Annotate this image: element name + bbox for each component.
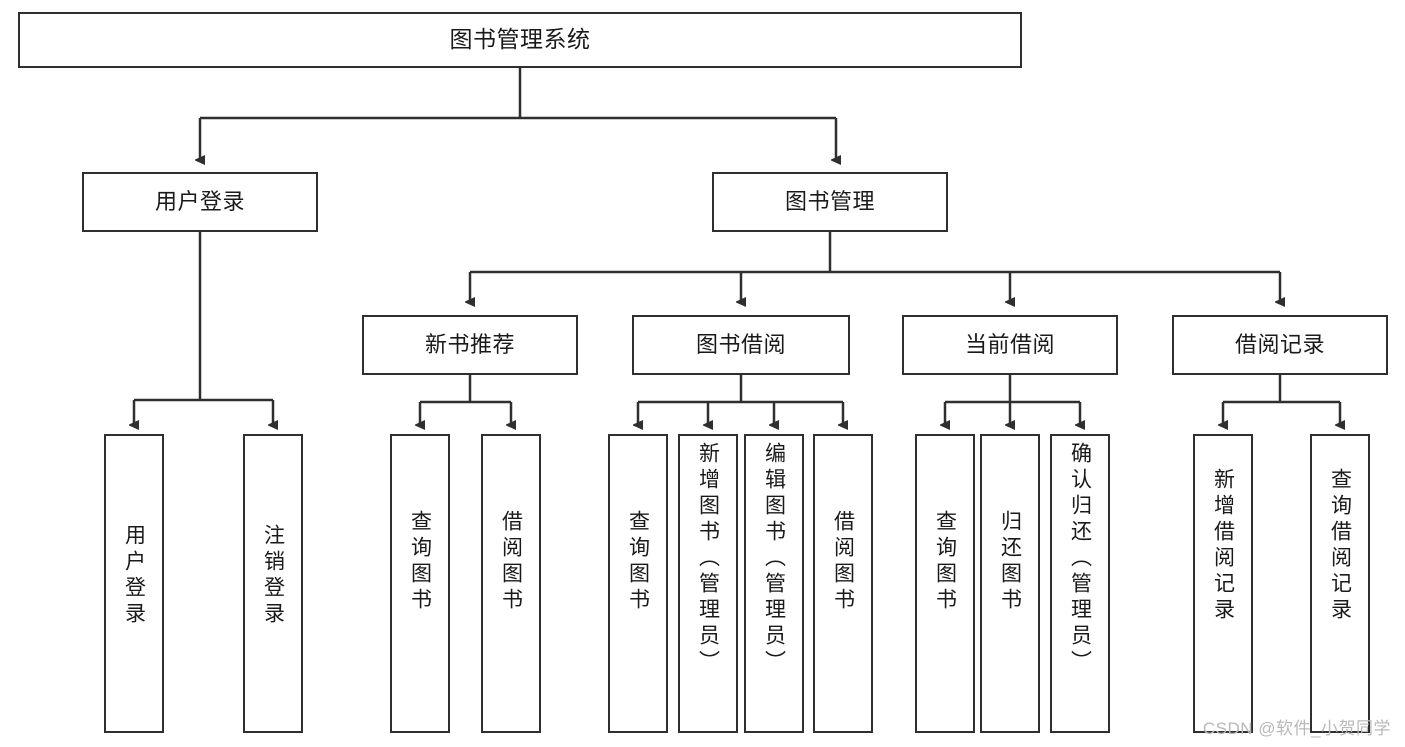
node-new-book-recommend[interactable]: 新书推荐 xyxy=(362,315,578,375)
node-label: 借阅图书 xyxy=(499,510,523,614)
node-label: 编辑图书（管理员） xyxy=(762,442,786,676)
node-book-borrow[interactable]: 图书借阅 xyxy=(632,315,850,375)
node-label: 图书借阅 xyxy=(695,332,786,358)
node-leaf-query-book-2[interactable]: 查询图书 xyxy=(608,434,668,733)
node-leaf-return-book[interactable]: 归还图书 xyxy=(980,434,1040,733)
node-user-login[interactable]: 用户登录 xyxy=(82,172,318,232)
node-label: 借阅图书 xyxy=(831,510,855,614)
node-label: 借阅记录 xyxy=(1234,332,1325,358)
node-leaf-confirm-return[interactable]: 确认归还（管理员） xyxy=(1050,434,1110,733)
node-label: 当前借阅 xyxy=(964,332,1055,358)
csdn-watermark: CSDN @软件_小贺同学 xyxy=(1202,719,1391,738)
node-label: 归还图书 xyxy=(998,510,1022,614)
node-label: 查询借阅记录 xyxy=(1328,468,1352,624)
node-label: 新书推荐 xyxy=(424,332,515,358)
node-label: 注销登录 xyxy=(261,524,285,628)
node-leaf-query-record[interactable]: 查询借阅记录 xyxy=(1310,434,1370,733)
node-leaf-query-book-3[interactable]: 查询图书 xyxy=(915,434,975,733)
node-label: 查询图书 xyxy=(933,510,957,614)
node-current-borrow[interactable]: 当前借阅 xyxy=(902,315,1118,375)
node-leaf-edit-book[interactable]: 编辑图书（管理员） xyxy=(744,434,804,733)
node-leaf-logout-login[interactable]: 注销登录 xyxy=(243,434,303,733)
node-label: 查询图书 xyxy=(626,510,650,614)
node-leaf-query-book-1[interactable]: 查询图书 xyxy=(390,434,450,733)
node-label: 新增借阅记录 xyxy=(1211,468,1235,624)
node-label: 用户登录 xyxy=(154,189,245,215)
node-leaf-borrow-book-2[interactable]: 借阅图书 xyxy=(813,434,873,733)
node-label: 图书管理 xyxy=(784,189,875,215)
node-leaf-add-record[interactable]: 新增借阅记录 xyxy=(1193,434,1253,733)
node-label: 图书管理系统 xyxy=(449,26,591,53)
node-label: 用户登录 xyxy=(122,524,146,628)
node-label: 查询图书 xyxy=(408,510,432,614)
node-leaf-user-login[interactable]: 用户登录 xyxy=(104,434,164,733)
node-book-management[interactable]: 图书管理 xyxy=(712,172,948,232)
node-label: 确认归还（管理员） xyxy=(1068,442,1092,676)
node-label: 新增图书（管理员） xyxy=(696,442,720,676)
node-borrow-record[interactable]: 借阅记录 xyxy=(1172,315,1388,375)
node-root-system[interactable]: 图书管理系统 xyxy=(18,12,1022,68)
node-leaf-add-book[interactable]: 新增图书（管理员） xyxy=(678,434,738,733)
node-leaf-borrow-book-1[interactable]: 借阅图书 xyxy=(481,434,541,733)
